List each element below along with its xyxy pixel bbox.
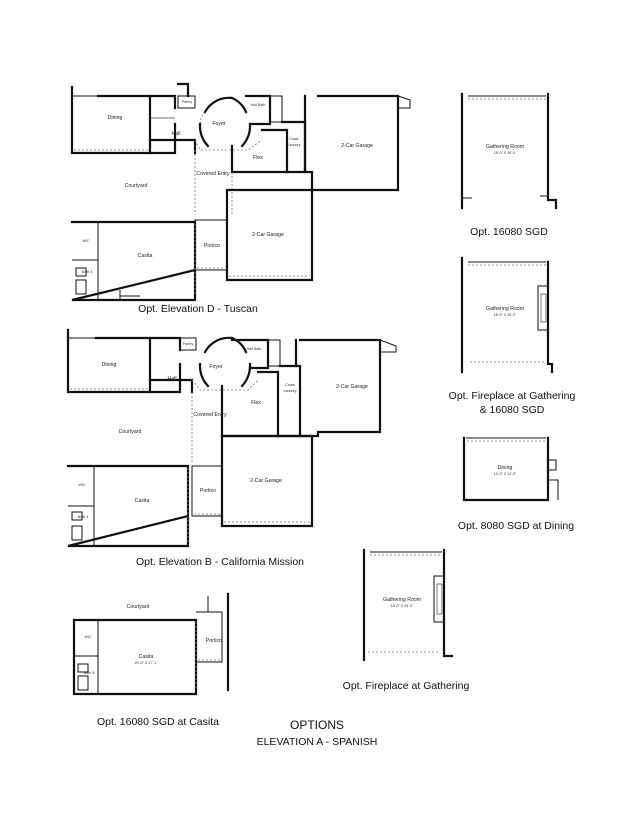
mission-casita-label: Casita <box>135 498 150 504</box>
casita-sgd-portico-label: Portico <box>206 638 222 644</box>
fireplace-sgd-room-label: Gathering Room <box>486 306 524 312</box>
tuscan-dining-label: Dining <box>108 115 123 121</box>
tuscan-hall-label: Hall <box>172 131 181 137</box>
casita-sgd-wic-label: WIC <box>85 635 92 639</box>
sheet-subtitle: ELEVATION A - SPANISH <box>257 736 378 748</box>
sheet-title: OPTIONS <box>290 718 344 732</box>
tuscan-wic-label: WIC <box>83 239 90 243</box>
tuscan-casita-label: Casita <box>138 253 153 259</box>
fireplace-caption: Opt. Fireplace at Gathering <box>343 680 470 692</box>
mission-flex-label: Flex <box>251 400 261 406</box>
fireplace-sgd-caption-line1: Opt. Fireplace at Gathering <box>449 390 576 402</box>
mission-coats-label: Coats <box>285 383 295 387</box>
gathering-sgd-caption: Opt. 16080 SGD <box>470 226 548 238</box>
tuscan-laundry-label: Laundry <box>288 143 301 147</box>
casita-sgd-caption: Opt. 16080 SGD at Casita <box>97 716 219 728</box>
mission-garage-bottom-label: 2-Car Garage <box>250 478 282 484</box>
dining-sgd-dims-label: 12'-0" X 12'-0" <box>494 472 517 476</box>
fireplace-sgd-dims-label: 18'-0" X 26'-0" <box>494 313 517 317</box>
tuscan-courtyard-label: Courtyard <box>125 183 148 189</box>
plan-mission: Dining Hall Pantry Foyer Half Bath Flex … <box>66 328 397 568</box>
tuscan-bath-label: Bath 4 <box>82 270 92 274</box>
tuscan-half-bath-label: Half Bath <box>251 103 266 107</box>
gathering-sgd-dims-label: 18'-0" X 26'-0" <box>494 151 517 155</box>
tuscan-covered-entry-label: Covered Entry <box>196 171 230 177</box>
dining-sgd-room-label: Dining <box>498 465 513 471</box>
mission-wic-label: WIC <box>79 483 86 487</box>
tuscan-caption: Opt. Elevation D - Tuscan <box>138 303 258 315</box>
gathering-sgd-room-label: Gathering Room <box>486 144 524 150</box>
dining-sgd-caption: Opt. 8080 SGD at Dining <box>458 520 574 532</box>
plan-fireplace: Gathering Room 18'-0" X 26'-0" Opt. Fire… <box>343 548 470 692</box>
mission-half-bath-label: Half Bath <box>247 347 262 351</box>
fireplace-room-label: Gathering Room <box>383 597 421 603</box>
mission-courtyard-label: Courtyard <box>119 429 142 435</box>
fireplace-dims-label: 18'-0" X 26'-0" <box>391 604 414 608</box>
plan-tuscan: Dining Hall Pantry Foyer Half Bath Flex … <box>70 82 411 315</box>
tuscan-pantry-label: Pantry <box>182 100 193 104</box>
mission-laundry-label: Laundry <box>284 389 297 393</box>
tuscan-garage-top-label: 2-Car Garage <box>341 143 373 149</box>
casita-sgd-casita-label: Casita <box>139 654 154 660</box>
fireplace-sgd-caption-line2: & 16080 SGD <box>480 404 545 416</box>
tuscan-portico-label: Portico <box>204 243 220 249</box>
tuscan-garage-bottom-label: 2-Car Garage <box>252 232 284 238</box>
mission-dining-label: Dining <box>102 362 117 368</box>
tuscan-coats-label: Coats <box>289 137 299 141</box>
plan-dining-sgd: Dining 12'-0" X 12'-0" Opt. 8080 SGD at … <box>458 436 574 532</box>
mission-hall-label: Hall <box>168 376 177 382</box>
tuscan-flex-label: Flex <box>253 155 263 161</box>
casita-sgd-bath-label: Bath 4 <box>84 671 94 675</box>
mission-garage-top-label: 2-Car Garage <box>336 384 368 390</box>
tuscan-foyer-label: Foyer <box>212 121 226 127</box>
casita-sgd-dims-label: 20'-0" X 17'-1" <box>135 661 158 665</box>
mission-caption: Opt. Elevation B - California Mission <box>136 556 304 568</box>
mission-foyer-label: Foyer <box>209 364 223 370</box>
mission-portico-label: Portico <box>200 488 216 494</box>
plan-fireplace-sgd: Gathering Room 18'-0" X 26'-0" Opt. Fire… <box>449 256 576 416</box>
plan-casita-sgd: Courtyard Casita 20'-0" X 17'-1" Portico… <box>72 592 230 728</box>
plan-gathering-sgd: Gathering Room 18'-0" X 26'-0" Opt. 1608… <box>460 92 558 238</box>
mission-bath-label: Bath 4 <box>78 515 88 519</box>
mission-covered-entry-label: Covered Entry <box>193 412 227 418</box>
casita-sgd-courtyard-label: Courtyard <box>127 604 150 610</box>
mission-pantry-label: Pantry <box>183 342 194 346</box>
